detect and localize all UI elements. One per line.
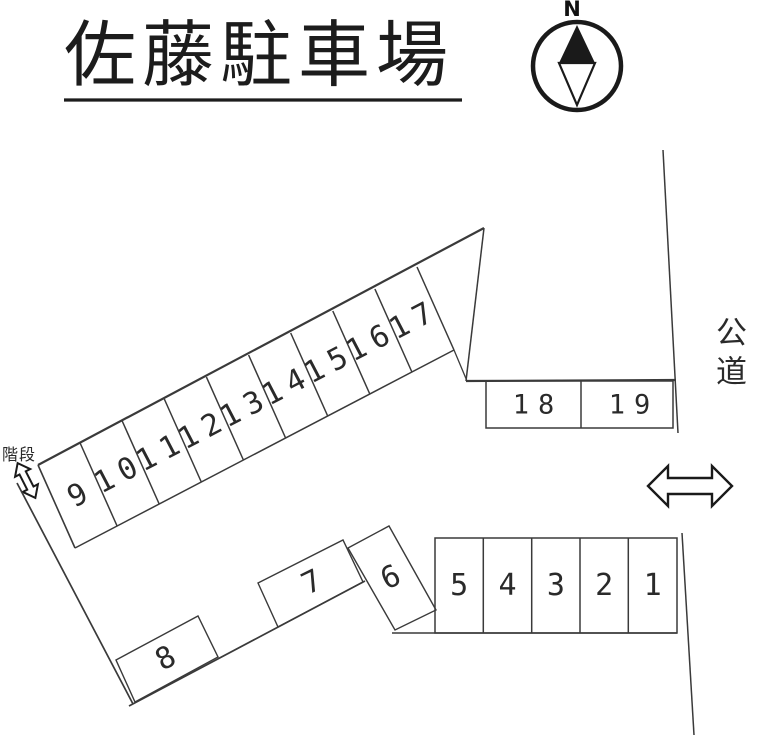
stall-divider bbox=[290, 332, 329, 417]
stall-6-outline bbox=[347, 525, 437, 631]
bottom-stall-row bbox=[392, 537, 678, 634]
stall-8-outline bbox=[115, 615, 219, 703]
apex-boundary-line bbox=[465, 227, 485, 382]
stall-label-1: 1 bbox=[643, 568, 662, 603]
public-road-label: 公道 bbox=[710, 316, 746, 394]
stairs-double-arrow-icon bbox=[13, 461, 40, 500]
diagonal-stall-row bbox=[37, 227, 485, 549]
row18-19-outline bbox=[485, 380, 674, 429]
stall-label-19: 19 bbox=[608, 389, 660, 421]
middle-stall-cluster bbox=[115, 525, 437, 703]
strip-bottom-edge bbox=[74, 349, 455, 549]
stall-label-18: 18 bbox=[512, 389, 564, 421]
compass-needle-north bbox=[559, 25, 595, 63]
compass-circle bbox=[530, 19, 624, 113]
stall-label-2: 2 bbox=[595, 568, 614, 603]
strip-right-cap bbox=[416, 266, 455, 351]
page-title: 佐藤駐車場 bbox=[64, 13, 455, 97]
stall-label-4: 4 bbox=[498, 568, 517, 603]
compass-north-label: N bbox=[563, 0, 581, 21]
upper-boundary bbox=[453, 227, 677, 383]
upper-right-stall-row bbox=[485, 380, 674, 429]
compass-icon bbox=[530, 19, 624, 113]
stall-divider bbox=[374, 288, 413, 373]
stall-label-3: 3 bbox=[546, 568, 565, 603]
west-boundary-line bbox=[16, 482, 134, 705]
bottom-row-outline bbox=[434, 537, 678, 634]
stall-7-outline bbox=[257, 539, 364, 628]
compass-needle-south bbox=[557, 61, 597, 108]
stairs-label: 階段 bbox=[2, 445, 37, 464]
road-boundary bbox=[662, 149, 695, 735]
strip-to-row-connector bbox=[453, 349, 468, 382]
road-double-arrow-icon bbox=[646, 463, 734, 509]
stall-divider bbox=[332, 310, 371, 395]
stall-divider bbox=[121, 420, 160, 505]
road-boundary-lower bbox=[681, 532, 695, 735]
stall-divider bbox=[205, 376, 245, 461]
stall-divider bbox=[79, 442, 118, 527]
stall-divider bbox=[163, 398, 202, 483]
strip-top-boundary bbox=[37, 227, 485, 466]
stall-label-5: 5 bbox=[450, 568, 469, 603]
road-boundary-upper bbox=[662, 149, 679, 434]
stall-divider bbox=[247, 354, 287, 439]
strip-left-cap bbox=[37, 464, 76, 549]
